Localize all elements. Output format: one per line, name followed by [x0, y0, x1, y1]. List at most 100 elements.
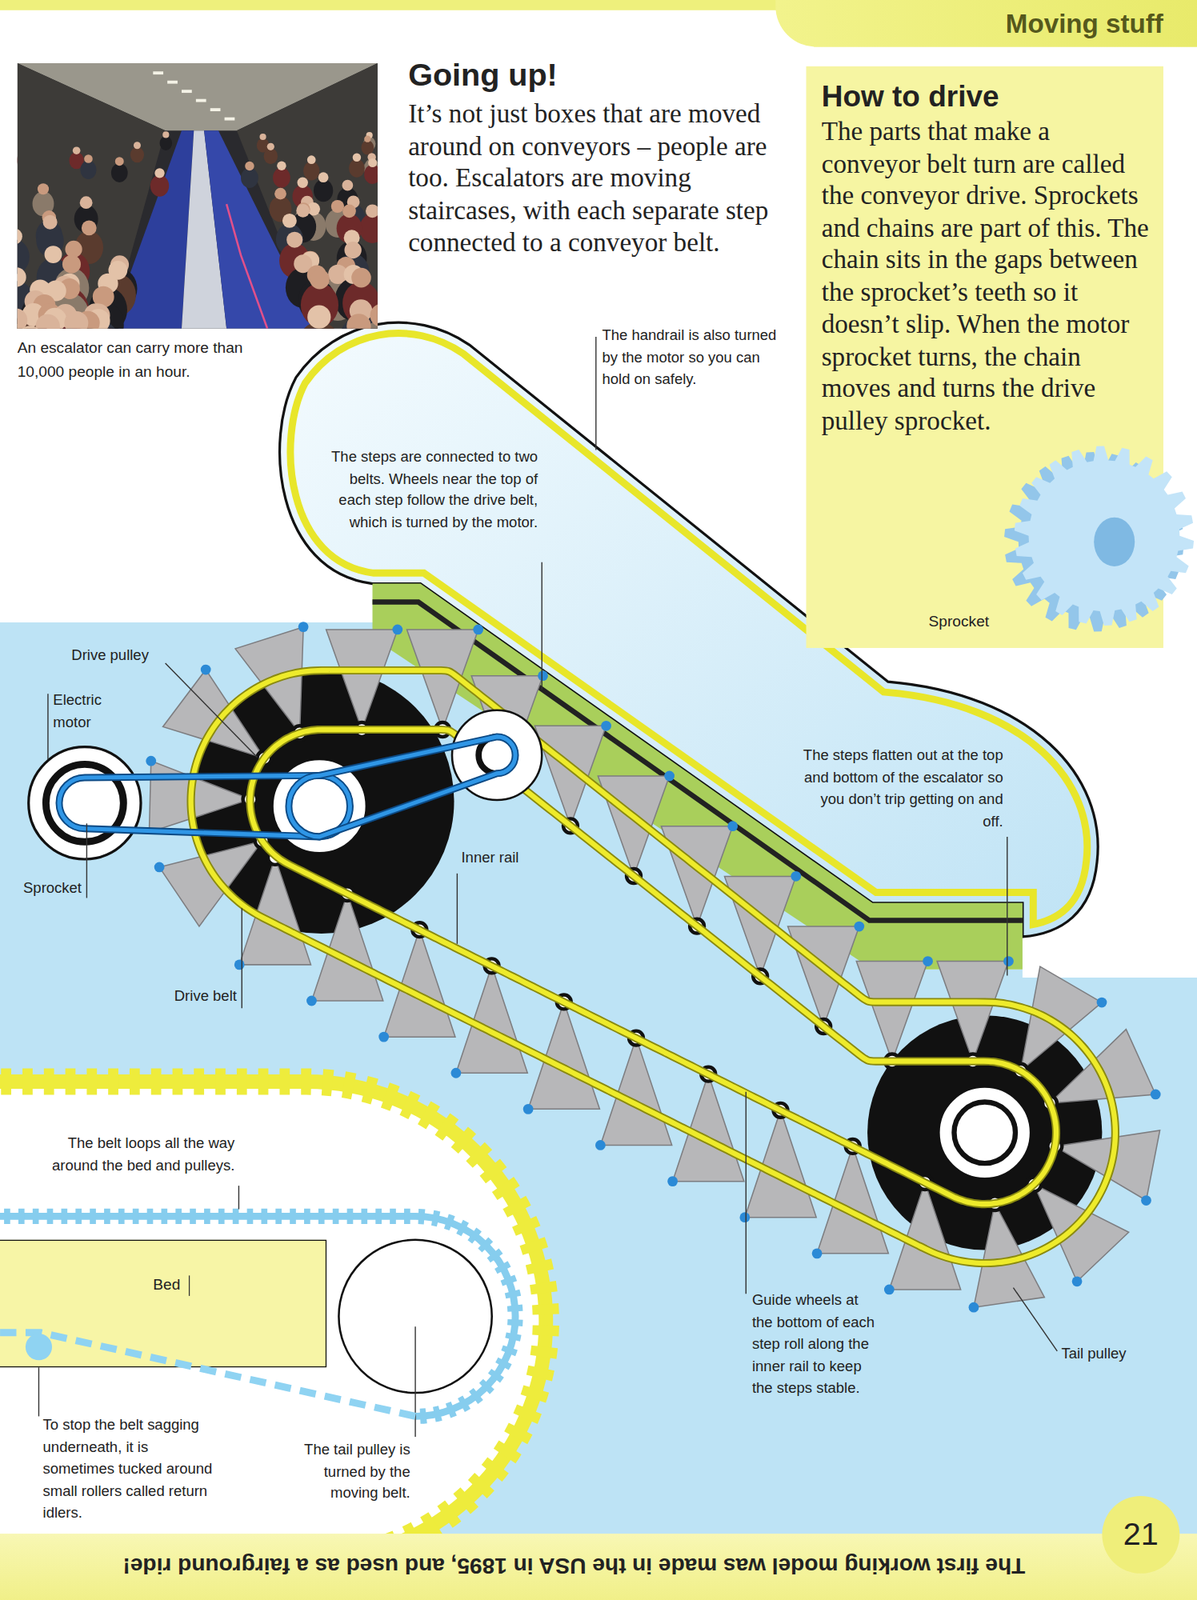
leader-line [745, 1092, 747, 1295]
belt-link [145, 756, 157, 767]
photo-face [267, 143, 275, 151]
photo-face [342, 204, 357, 218]
callout-text: The steps are connected to two belts. Wh… [323, 445, 538, 534]
inner-rail [250, 729, 1057, 1205]
belt-link [812, 1248, 823, 1259]
callout-text: The tail pulley is turned by the moving … [277, 1438, 411, 1505]
photo-person [111, 163, 129, 183]
page-title: Going up! [408, 56, 776, 94]
drive-belt [191, 670, 1116, 1264]
photo-face [260, 133, 267, 141]
photo-face [62, 255, 81, 274]
belt-link [790, 871, 801, 882]
belt-link [600, 720, 612, 732]
leader-line [541, 562, 543, 690]
leader-line [1006, 836, 1008, 976]
photo-face [286, 232, 303, 249]
leader-line [1012, 1288, 1057, 1352]
photo-person [240, 168, 259, 189]
belt-link [968, 1302, 980, 1314]
escalator-step [326, 629, 398, 730]
escalator-step [1049, 1029, 1156, 1104]
photo-face [44, 245, 63, 264]
photo-face [80, 196, 93, 209]
belt-link [667, 1176, 678, 1187]
leader-line [38, 1367, 40, 1417]
photo-face [17, 267, 27, 288]
label-box: Electric motor [52, 689, 125, 734]
photo-face [368, 158, 377, 168]
part-label: Drive belt [152, 985, 237, 1008]
part-label: Drive pulley [71, 644, 184, 667]
photo-face [17, 308, 29, 329]
fact-text: The first working model was made in the … [51, 1549, 1097, 1581]
photo [17, 63, 378, 329]
photo-face [64, 240, 82, 258]
escalator-step [936, 961, 1009, 1062]
photo-face [43, 215, 58, 230]
photo-light [181, 89, 193, 93]
part-label: Electric motor [52, 689, 125, 734]
leader-line [241, 908, 243, 1009]
photo-person [359, 213, 377, 244]
photo-face [370, 304, 378, 328]
photo-face [373, 324, 378, 329]
panel-heading: How to drive [821, 78, 1152, 113]
photo-person [364, 164, 378, 185]
belt-link [922, 956, 933, 967]
photo-caption: An escalator can carry more than 10,000 … [17, 336, 273, 383]
electric-motor [28, 747, 141, 860]
info-panel: How to driveThe parts that make a convey… [806, 66, 1164, 649]
tail-pulley-hub [938, 1086, 1031, 1179]
sprocket-picture [989, 444, 1197, 649]
photo-face [309, 269, 330, 290]
photo-face [64, 311, 89, 329]
photo-light [152, 71, 164, 75]
section-title: Moving stuff [775, 0, 1197, 48]
leader-line [595, 336, 597, 451]
leader-line [165, 663, 258, 757]
belt-link [1150, 1089, 1161, 1101]
callout-text: The handrail is also turned by the motor… [601, 324, 777, 391]
label-box: The tail pulley is turned by the moving … [277, 1438, 411, 1505]
escalator-step [1033, 1184, 1129, 1282]
photo-line [226, 204, 268, 329]
return-idler [25, 1333, 53, 1361]
label-box: Sprocket [8, 877, 82, 900]
photo-face [296, 204, 310, 218]
sprocket-face [1014, 445, 1194, 625]
belt-link [523, 1104, 534, 1115]
photo-face [276, 161, 286, 171]
photo-person [272, 168, 291, 189]
belt-link [1096, 997, 1108, 1009]
label-box: Drive belt [152, 985, 237, 1008]
conveyor-frame-teeth [0, 1081, 546, 1562]
belt-link [154, 862, 165, 873]
belt-link [664, 771, 675, 782]
part-label: Tail pulley [1060, 1343, 1173, 1366]
callout-text: To stop the belt sagging underneath, it … [43, 1414, 222, 1525]
bed-box: Bed [0, 1240, 327, 1368]
photo-light [167, 80, 178, 85]
photo-face [318, 172, 329, 183]
label-box: The steps are connected to two belts. Wh… [323, 445, 538, 534]
photo-face [342, 180, 354, 192]
photo-face [17, 325, 43, 329]
footer-band: The first working model was made in the … [0, 1533, 1197, 1600]
escalator-steps [145, 621, 1161, 1313]
photo-face [72, 146, 81, 155]
label-box: It’s not just boxes that are moved aroun… [408, 97, 771, 259]
photo-person [130, 147, 145, 164]
drive-belt-edge [191, 670, 1116, 1264]
leader-line [414, 1326, 416, 1438]
belt-link [378, 1032, 389, 1043]
escalator-step [163, 669, 265, 759]
leader-line [238, 1185, 240, 1210]
belt-link [727, 820, 738, 832]
photo-face [331, 200, 345, 213]
photo-light [210, 108, 221, 112]
photo-face [162, 131, 169, 138]
label-box: Guide wheels at the bottom of each step … [752, 1289, 880, 1400]
photo-person [360, 140, 374, 155]
photo-person [150, 175, 169, 197]
